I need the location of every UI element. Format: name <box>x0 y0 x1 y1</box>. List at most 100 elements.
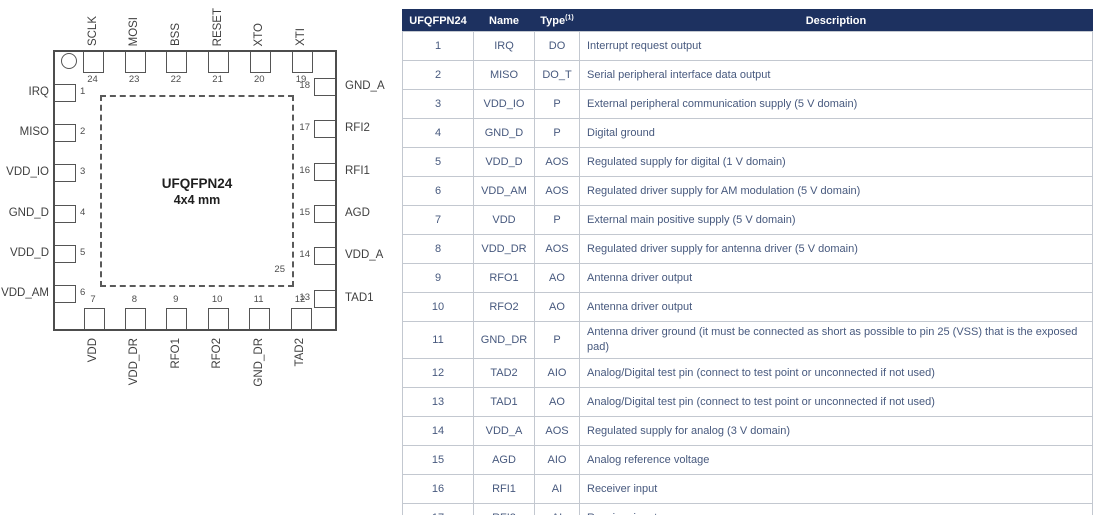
cell-pin-number: 7 <box>402 205 474 235</box>
cell-description: Antenna driver output <box>579 263 1093 293</box>
cell-name: TAD2 <box>473 358 535 388</box>
pin-label: VDD_A <box>345 249 384 262</box>
pin-label: GND_D <box>8 206 49 219</box>
cell-type: P <box>534 205 580 235</box>
cell-name: GND_DR <box>473 321 535 359</box>
pin-number: 12 <box>294 294 306 305</box>
cell-pin-number: 13 <box>402 387 474 417</box>
cell-description: Antenna driver ground (it must be connec… <box>579 321 1093 359</box>
pin-label: TAD1 <box>345 291 374 304</box>
cell-name: IRQ <box>473 31 535 61</box>
cell-description: Analog/Digital test pin (connect to test… <box>579 387 1093 417</box>
pin-pad <box>124 52 146 73</box>
pin-pad <box>290 308 312 329</box>
cell-type: P <box>534 118 580 148</box>
pin-label: RESET <box>211 7 224 46</box>
cell-type: AO <box>534 387 580 417</box>
cell-pin-number: 9 <box>402 263 474 293</box>
pin-label: VDD <box>87 338 99 363</box>
cell-type: AO <box>534 263 580 293</box>
pin-label: VDD_D <box>10 246 49 259</box>
pin1-indicator-icon <box>61 53 77 69</box>
header-pin-number: UFQFPN24 <box>402 9 474 32</box>
pin-number: 16 <box>299 164 310 176</box>
pin-pad <box>249 52 271 73</box>
cell-type: AOS <box>534 416 580 446</box>
pin-number: 18 <box>299 80 310 91</box>
pin-label: RFO2 <box>211 338 224 369</box>
cell-name: VDD_A <box>473 416 535 446</box>
pin-label: VDD_IO <box>6 166 49 179</box>
cell-description: Receiver input <box>579 474 1093 504</box>
pin-number: 5 <box>80 246 86 258</box>
cell-name: VDD_DR <box>473 234 535 264</box>
pin-label: RFI2 <box>345 122 370 135</box>
pin-label: MISO <box>19 126 49 139</box>
cell-description: Analog/Digital test pin (connect to test… <box>579 358 1093 388</box>
pin-label: XTI <box>295 28 307 46</box>
pin-label: TAD2 <box>294 338 306 367</box>
pin-number: 6 <box>80 287 86 298</box>
pin-label: VDD_DR <box>128 338 141 386</box>
cell-pin-number: 11 <box>402 321 474 359</box>
cell-pin-number: 2 <box>402 60 474 90</box>
cell-name: VDD_IO <box>473 89 535 119</box>
cell-description: Receiver input <box>579 503 1093 515</box>
pin-number: 9 <box>173 294 179 305</box>
pin-label: XTO <box>253 22 266 46</box>
cell-description: Regulated supply for digital (1 V domain… <box>579 147 1093 177</box>
cell-pin-number: 12 <box>402 358 474 388</box>
cell-name: VDD <box>473 205 535 235</box>
header-type-footnote: (1) <box>565 13 574 21</box>
pin-pad <box>55 124 76 143</box>
cell-pin-number: 16 <box>402 474 474 504</box>
pin-pad <box>249 308 271 329</box>
pin-pad <box>55 244 76 263</box>
cell-type: AIO <box>534 358 580 388</box>
cell-pin-number: 8 <box>402 234 474 264</box>
pin-pad <box>166 52 188 73</box>
pin-label: BSS <box>169 22 182 46</box>
pin-number: 7 <box>90 294 96 305</box>
pin-pad <box>83 52 104 73</box>
exposed-pad-number: 25 <box>274 264 285 275</box>
cell-pin-number: 14 <box>402 416 474 446</box>
pin-number: 22 <box>170 74 182 85</box>
pin-pad <box>208 52 230 73</box>
table-header-row: UFQFPN24 Name Type(1) Description <box>402 9 1093 32</box>
pin-number: 8 <box>131 294 138 305</box>
cell-name: AGD <box>473 445 535 475</box>
cell-type: AOS <box>534 147 580 177</box>
exposed-pad: UFQFPN24 4x4 mm <box>100 95 294 287</box>
pin-number: 2 <box>80 126 86 138</box>
cell-name: VDD_D <box>473 147 535 177</box>
pin-number: 15 <box>299 206 310 218</box>
cell-type: AIO <box>534 445 580 475</box>
pin-label: GND_A <box>345 80 385 92</box>
cell-name: MISO <box>473 60 535 90</box>
cell-description: External peripheral communication supply… <box>579 89 1093 119</box>
cell-pin-number: 17 <box>402 503 474 515</box>
cell-description: External main positive supply (5 V domai… <box>579 205 1093 235</box>
pin-label: VDD_AM <box>1 287 49 299</box>
cell-pin-number: 4 <box>402 118 474 148</box>
cell-name: RFI2 <box>473 503 535 515</box>
cell-description: Regulated driver supply for antenna driv… <box>579 234 1093 264</box>
cell-pin-number: 5 <box>402 147 474 177</box>
cell-description: Interrupt request output <box>579 31 1093 61</box>
header-type: Type(1) <box>534 9 580 32</box>
pin-label: IRQ <box>28 86 49 98</box>
cell-description: Antenna driver output <box>579 292 1093 322</box>
cell-description: Regulated driver supply for AM modulatio… <box>579 176 1093 206</box>
